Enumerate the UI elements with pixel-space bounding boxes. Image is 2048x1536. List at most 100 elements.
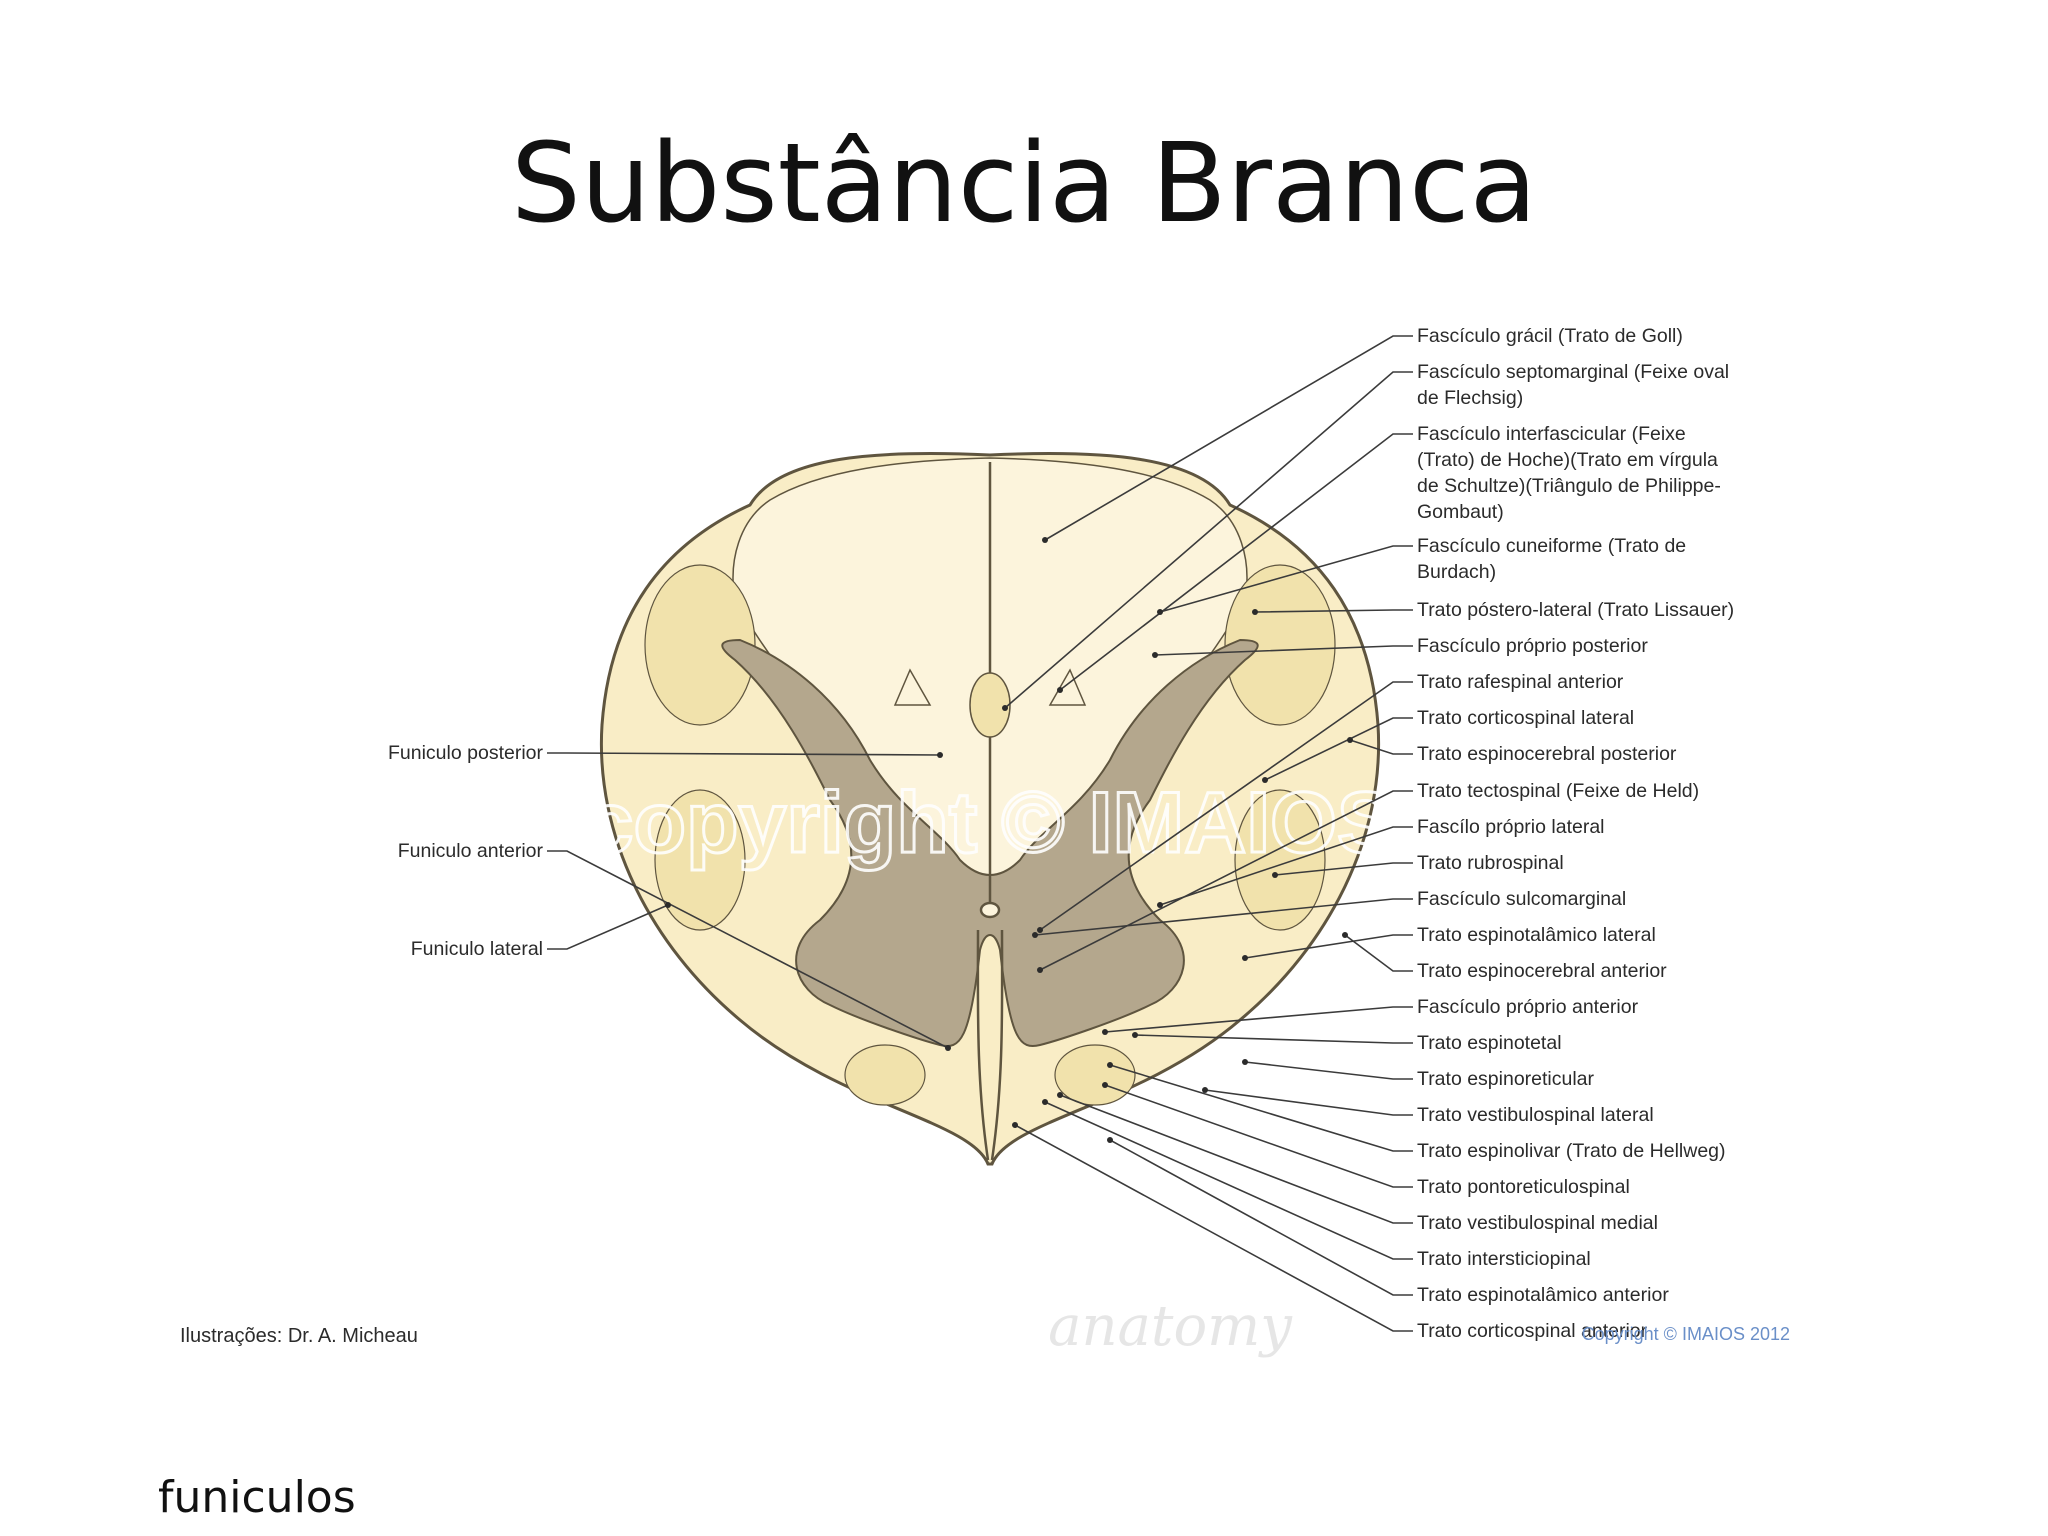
leader-dot — [1057, 1092, 1063, 1098]
leader-dot — [1012, 1122, 1018, 1128]
right-label-line: Trato espinotetal — [1417, 1032, 1562, 1054]
right-labels: Fascículo grácil (Trato de Goll) Fascícul… — [1417, 325, 1734, 1342]
right-label-7: Trato rafespinal anterior — [1417, 671, 1624, 693]
leader-line — [1274, 862, 1413, 876]
leader-line — [1204, 1089, 1413, 1116]
leader-line — [1039, 790, 1413, 971]
leader-dot — [1042, 1099, 1048, 1105]
right-label-2: Fascículo septomarginal (Feixe oval de Fl… — [1417, 361, 1729, 409]
right-label-line: Trato corticospinal anterior — [1417, 1320, 1648, 1342]
leader-line — [1004, 371, 1413, 709]
leader-dot — [1157, 902, 1163, 908]
right-label-22: Trato vestibulospinal medial — [1417, 1212, 1658, 1234]
leader-dot — [1157, 609, 1163, 615]
right-label-line: Trato corticospinal lateral — [1417, 707, 1634, 729]
leader-dot — [1042, 537, 1048, 543]
right-label-line: Fascículo septomarginal (Feixe oval — [1417, 361, 1729, 383]
leader-dot — [1107, 1137, 1113, 1143]
right-label-line: Trato espinocerebral anterior — [1417, 960, 1667, 982]
leader-dot — [1242, 955, 1248, 961]
right-label-18: Trato espinoreticular — [1417, 1068, 1595, 1090]
right-label-line: Fascículo sulcomarginal — [1417, 888, 1626, 910]
central-canal — [979, 901, 1001, 919]
leader-line — [1159, 545, 1413, 613]
leader-line — [1264, 717, 1413, 781]
leader-dot — [1132, 1032, 1138, 1038]
right-label-line: Fascículo grácil (Trato de Goll) — [1417, 325, 1683, 347]
right-label-line: Fascílo próprio lateral — [1417, 816, 1605, 838]
leader-dot — [1152, 652, 1158, 658]
leader-dot — [1037, 967, 1043, 973]
right-label-21: Trato pontoreticulospinal — [1417, 1176, 1630, 1198]
leader-dot — [665, 902, 671, 908]
right-label-line: Fascículo próprio posterior — [1417, 635, 1648, 657]
right-label-line: de Flechsig) — [1417, 387, 1523, 409]
leader-line — [1059, 1094, 1413, 1224]
right-label-line: Trato espinotalâmico anterior — [1417, 1284, 1669, 1306]
right-label-line: Trato espinocerebral posterior — [1417, 743, 1677, 765]
leader-line — [547, 850, 949, 1049]
left-lateral-tract-region — [644, 564, 756, 726]
lateral-tract-regions — [644, 564, 1336, 1106]
copyright-footer: Copyright © IMAIOS 2012 — [1582, 1324, 1790, 1344]
leader-line — [1244, 934, 1413, 959]
right-label-line: Trato vestibulospinal medial — [1417, 1212, 1658, 1234]
right-label-25: Trato corticospinal anterior — [1417, 1320, 1648, 1342]
right-label-line: (Trato) de Hoche)(Trato em vírgula — [1417, 449, 1718, 471]
leader-line — [1244, 1061, 1413, 1080]
right-label-1: Fascículo grácil (Trato de Goll) — [1417, 325, 1683, 347]
footer-note: funiculos — [158, 1472, 356, 1523]
right-label-10: Trato tectospinal (Feixe de Held) — [1417, 780, 1699, 802]
leader-dot — [1242, 1059, 1248, 1065]
anatomy-logo: anatomy — [1048, 1294, 1293, 1359]
leader-dot — [1032, 932, 1038, 938]
leader-line — [1344, 934, 1413, 972]
right-label-line: Trato espinoreticular — [1417, 1068, 1595, 1090]
leader-dot — [1102, 1082, 1108, 1088]
left-label-1: Funiculo posterior — [388, 742, 543, 764]
right-label-line: de Schultze)(Triângulo de Philippe- — [1417, 475, 1721, 497]
right-label-line: Trato pontoreticulospinal — [1417, 1176, 1630, 1198]
left-anterolateral-tract-region — [654, 789, 746, 931]
leader-dot — [1002, 705, 1008, 711]
slide-title: Substância Branca — [510, 119, 1538, 247]
leader-line — [1014, 1124, 1413, 1332]
leader-line — [1134, 1034, 1413, 1044]
leader-line — [1154, 645, 1413, 656]
right-label-19: Trato vestibulospinal lateral — [1417, 1104, 1654, 1126]
leader-dot — [1272, 872, 1278, 878]
leader-dot — [1342, 932, 1348, 938]
right-label-line: Fascículo interfascicular (Feixe — [1417, 423, 1686, 445]
interfascicular-oval — [969, 672, 1011, 738]
leader-dot — [1262, 777, 1268, 783]
right-label-line: Trato espinotalâmico lateral — [1417, 924, 1656, 946]
right-anterior-tract-region — [1054, 1044, 1136, 1106]
illustration-credit: Ilustrações: Dr. A. Micheau — [180, 1325, 418, 1347]
leader-line — [1104, 1006, 1413, 1033]
leader-line — [1109, 1139, 1413, 1296]
leader-line — [1159, 826, 1413, 906]
leader-line — [547, 752, 941, 756]
leader-dot — [945, 1045, 951, 1051]
right-label-line: Gombaut) — [1417, 501, 1504, 523]
right-label-line: Trato rubrospinal — [1417, 852, 1564, 874]
right-label-3: Fascículo interfascicular (Feixe (Trato) … — [1417, 423, 1721, 523]
left-label-3: Funiculo lateral — [411, 938, 543, 960]
right-label-line: Trato tectospinal (Feixe de Held) — [1417, 780, 1699, 802]
leader-lines — [547, 335, 1413, 1332]
right-label-line: Fascículo cuneiforme (Trato de — [1417, 535, 1686, 557]
leader-line — [1044, 335, 1413, 541]
leader-dot — [937, 752, 943, 758]
left-comma-tract — [893, 668, 932, 706]
leader-dot — [1202, 1087, 1208, 1093]
right-label-13: Fascículo sulcomarginal — [1417, 888, 1626, 910]
right-label-8: Trato corticospinal lateral — [1417, 707, 1634, 729]
right-label-11: Fascílo próprio lateral — [1417, 816, 1605, 838]
leader-dot — [1102, 1029, 1108, 1035]
right-label-line: Fascículo próprio anterior — [1417, 996, 1639, 1018]
right-label-6: Fascículo próprio posterior — [1417, 635, 1648, 657]
leader-line — [1039, 681, 1413, 931]
right-lateral-tract-region — [1224, 564, 1336, 726]
